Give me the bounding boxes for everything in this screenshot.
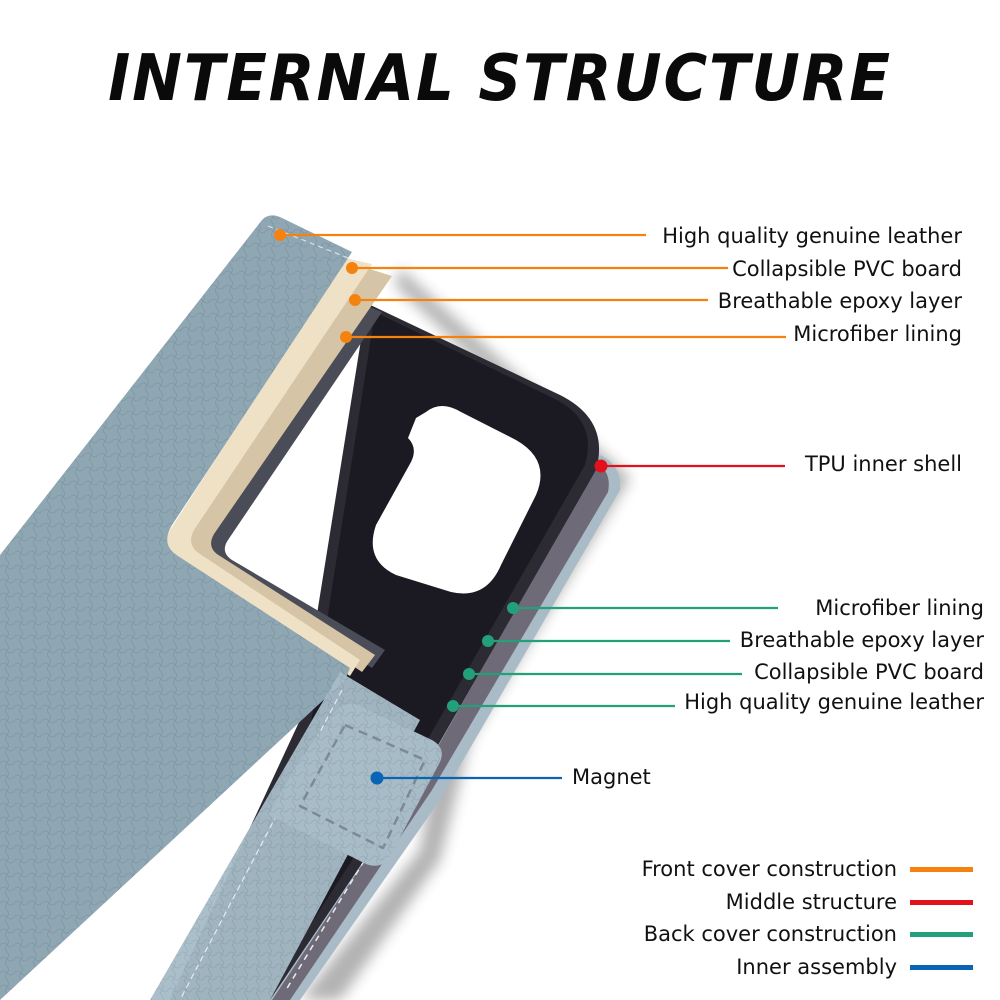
back-cover-callout-dots [447,602,519,712]
label-back-leather: High quality genuine leather [684,690,984,714]
legend-swatch-blue [910,964,973,970]
legend-label: Inner assembly [736,955,897,979]
label-magnet: Magnet [572,765,651,789]
label-front-pvc: Collapsible PVC board [732,257,962,281]
page-title: INTERNAL STRUCTURE [108,42,892,116]
label-back-epoxy: Breathable epoxy layer [739,628,984,652]
dot-back-epoxy [482,635,494,647]
front-cover [0,215,442,1000]
dot-magnet [370,771,384,785]
inner-callout [370,771,562,785]
legend-label: Middle structure [725,890,897,914]
legend-item-middle: Middle structure [726,890,973,914]
front-cover-callout-dots [274,229,361,343]
dot-front-microfiber [340,331,352,343]
front-cover-callout-lines [280,233,786,339]
dot-back-microfiber [507,602,519,614]
label-front-leather: High quality genuine leather [662,224,962,248]
dot-front-epoxy [349,294,361,306]
dot-front-pvc [346,262,358,274]
dot-tpu [594,459,608,473]
label-back-microfiber: Microfiber lining [815,596,984,620]
legend-swatch-red [910,899,973,905]
dot-front-leather [274,229,286,241]
legend-item-front: Front cover construction [642,857,973,881]
label-front-microfiber: Microfiber lining [793,322,962,346]
legend-label: Back cover construction [643,922,897,946]
label-front-epoxy: Breathable epoxy layer [717,289,962,313]
legend-item-inner: Inner assembly [736,955,973,979]
dot-back-pvc [463,668,475,680]
legend-label: Front cover construction [641,857,897,881]
middle-callout [594,459,785,473]
back-cover-callout-lines [453,606,778,708]
legend-swatch-green [910,931,973,937]
dot-back-leather [447,700,459,712]
label-back-pvc: Collapsible PVC board [754,660,984,684]
label-tpu-shell: TPU inner shell [804,452,962,476]
legend-swatch-orange [910,866,973,872]
legend-item-back: Back cover construction [644,922,973,946]
